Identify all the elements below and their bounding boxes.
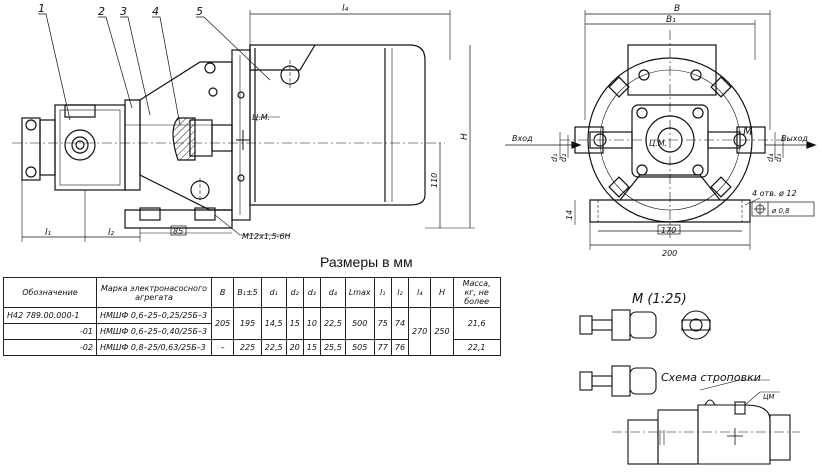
callout-5: 5 — [196, 5, 203, 18]
row3-l2: 76 — [390, 339, 410, 356]
row3-l1: 77 — [373, 339, 392, 356]
row1-B1: 195 — [233, 307, 262, 340]
row1-H: 250 — [430, 307, 454, 356]
dim-d1: d₁ — [550, 154, 559, 162]
outlet-port — [64, 129, 96, 161]
pump-cover — [21, 117, 41, 181]
row1-brand: НМШФ 0,6–25–0,25/25Б–3 — [96, 307, 212, 324]
motor-flange — [231, 49, 251, 221]
col-d2: d₂ — [285, 277, 304, 308]
row3-brand: НМШФ 0,8–25/0,63/25Б–3 — [96, 339, 212, 356]
inlet-label: Вход — [512, 134, 533, 143]
row3-d3: 15 — [302, 339, 321, 356]
table-header-row: Обозначение Марка электронасосного агрег… — [3, 277, 501, 308]
sling-scheme-label: Схема строповки — [661, 371, 761, 384]
cm-label-front: Ц.M. — [649, 139, 667, 148]
scale-label: M (1:25) — [632, 292, 687, 307]
row3-B1: 225 — [233, 339, 262, 356]
row2-designation: -01 — [3, 323, 97, 340]
dim-d3: d₃ — [774, 154, 783, 162]
col-l4: l₄ — [408, 277, 432, 308]
table-row: -01 НМШФ 0,6–25–0,40/25Б–3 — [3, 323, 501, 340]
row3-B: – — [210, 339, 235, 356]
callout-2: 2 — [98, 5, 105, 18]
dim-B1: B₁ — [666, 15, 676, 25]
row3-d2: 20 — [285, 339, 304, 356]
row3-designation: -02 — [3, 339, 97, 356]
col-l2: l₂ — [390, 277, 410, 308]
front-m-label: M — [743, 125, 753, 138]
table-row: -02 НМШФ 0,8–25/0,63/25Б–3 – 225 22,5 20… — [3, 339, 501, 356]
table-row: H42 789.00.000-1 НМШФ 0,6–25–0,25/25Б–3 … — [3, 307, 501, 356]
dimensions-table: Обозначение Марка электронасосного агрег… — [3, 277, 501, 356]
callout-4: 4 — [152, 5, 159, 18]
row2-brand: НМШФ 0,6–25–0,40/25Б–3 — [96, 323, 212, 340]
col-B1: B₁±5 — [233, 277, 262, 308]
dim-thread: M12x1,5-6H — [242, 232, 291, 241]
col-d3: d₃ — [302, 277, 321, 308]
row1-l2: 74 — [390, 307, 410, 340]
dim-d2: d₂ — [559, 153, 568, 162]
table-caption: Размеры в мм — [320, 254, 413, 270]
row1-l1: 75 — [373, 307, 392, 340]
col-l1: l₁ — [373, 277, 392, 308]
dim-base-85: 85 — [173, 227, 183, 236]
col-H: H — [430, 277, 454, 308]
row1-designation: H42 789.00.000-1 — [3, 307, 97, 324]
sling-cm-label: ЦM — [763, 393, 774, 401]
dim-14: 14 — [565, 210, 574, 220]
col-brand: Марка электронасосного агрегата — [96, 277, 212, 308]
row1-d4: 22,5 — [319, 307, 346, 340]
dim-l4: l₄ — [342, 4, 349, 14]
sling-scheme — [579, 309, 800, 465]
dim-110: 110 — [430, 173, 439, 188]
row1-d3: 10 — [302, 307, 321, 340]
dim-d4: d₄ — [766, 153, 775, 162]
row3-d1: 22,5 — [260, 339, 287, 356]
row1-d1: 14,5 — [260, 307, 287, 340]
row3-d4: 25,5 — [319, 339, 346, 356]
dim-B: B — [674, 4, 680, 14]
dim-l2: l₂ — [108, 228, 115, 238]
base-plate — [124, 209, 233, 229]
motor-body — [249, 44, 426, 206]
col-mass: Масса, кг, не более — [452, 277, 501, 308]
col-lmax: Lmax — [344, 277, 375, 308]
cm-label-side: Ц.M. — [252, 113, 270, 122]
dim-200: 200 — [662, 249, 677, 258]
row1-mass: 21,6 — [452, 307, 501, 340]
callout-3: 3 — [120, 5, 127, 18]
col-d1: d₁ — [260, 277, 287, 308]
row1-d2: 15 — [285, 307, 304, 340]
dim-l1: l₁ — [45, 228, 52, 238]
dim-170: 170 — [661, 226, 676, 235]
col-d4: d₄ — [319, 277, 346, 308]
row3-mass: 22,1 — [452, 339, 501, 356]
dim-H: H — [460, 133, 470, 140]
row1-B: 205 — [210, 307, 235, 340]
callout-1: 1 — [38, 2, 45, 15]
row3-lmax: 505 — [344, 339, 375, 356]
front-view — [505, 10, 817, 250]
side-view — [12, 10, 475, 242]
position-tolerance: ø 0,8 — [771, 207, 790, 215]
row1-lmax: 500 — [344, 307, 375, 340]
col-designation: Обозначение — [3, 277, 97, 308]
outlet-label: Выход — [781, 134, 808, 143]
row1-l4: 270 — [408, 307, 432, 356]
col-B: B — [210, 277, 235, 308]
holes-callout: 4 отв. ø 12 — [752, 189, 797, 198]
